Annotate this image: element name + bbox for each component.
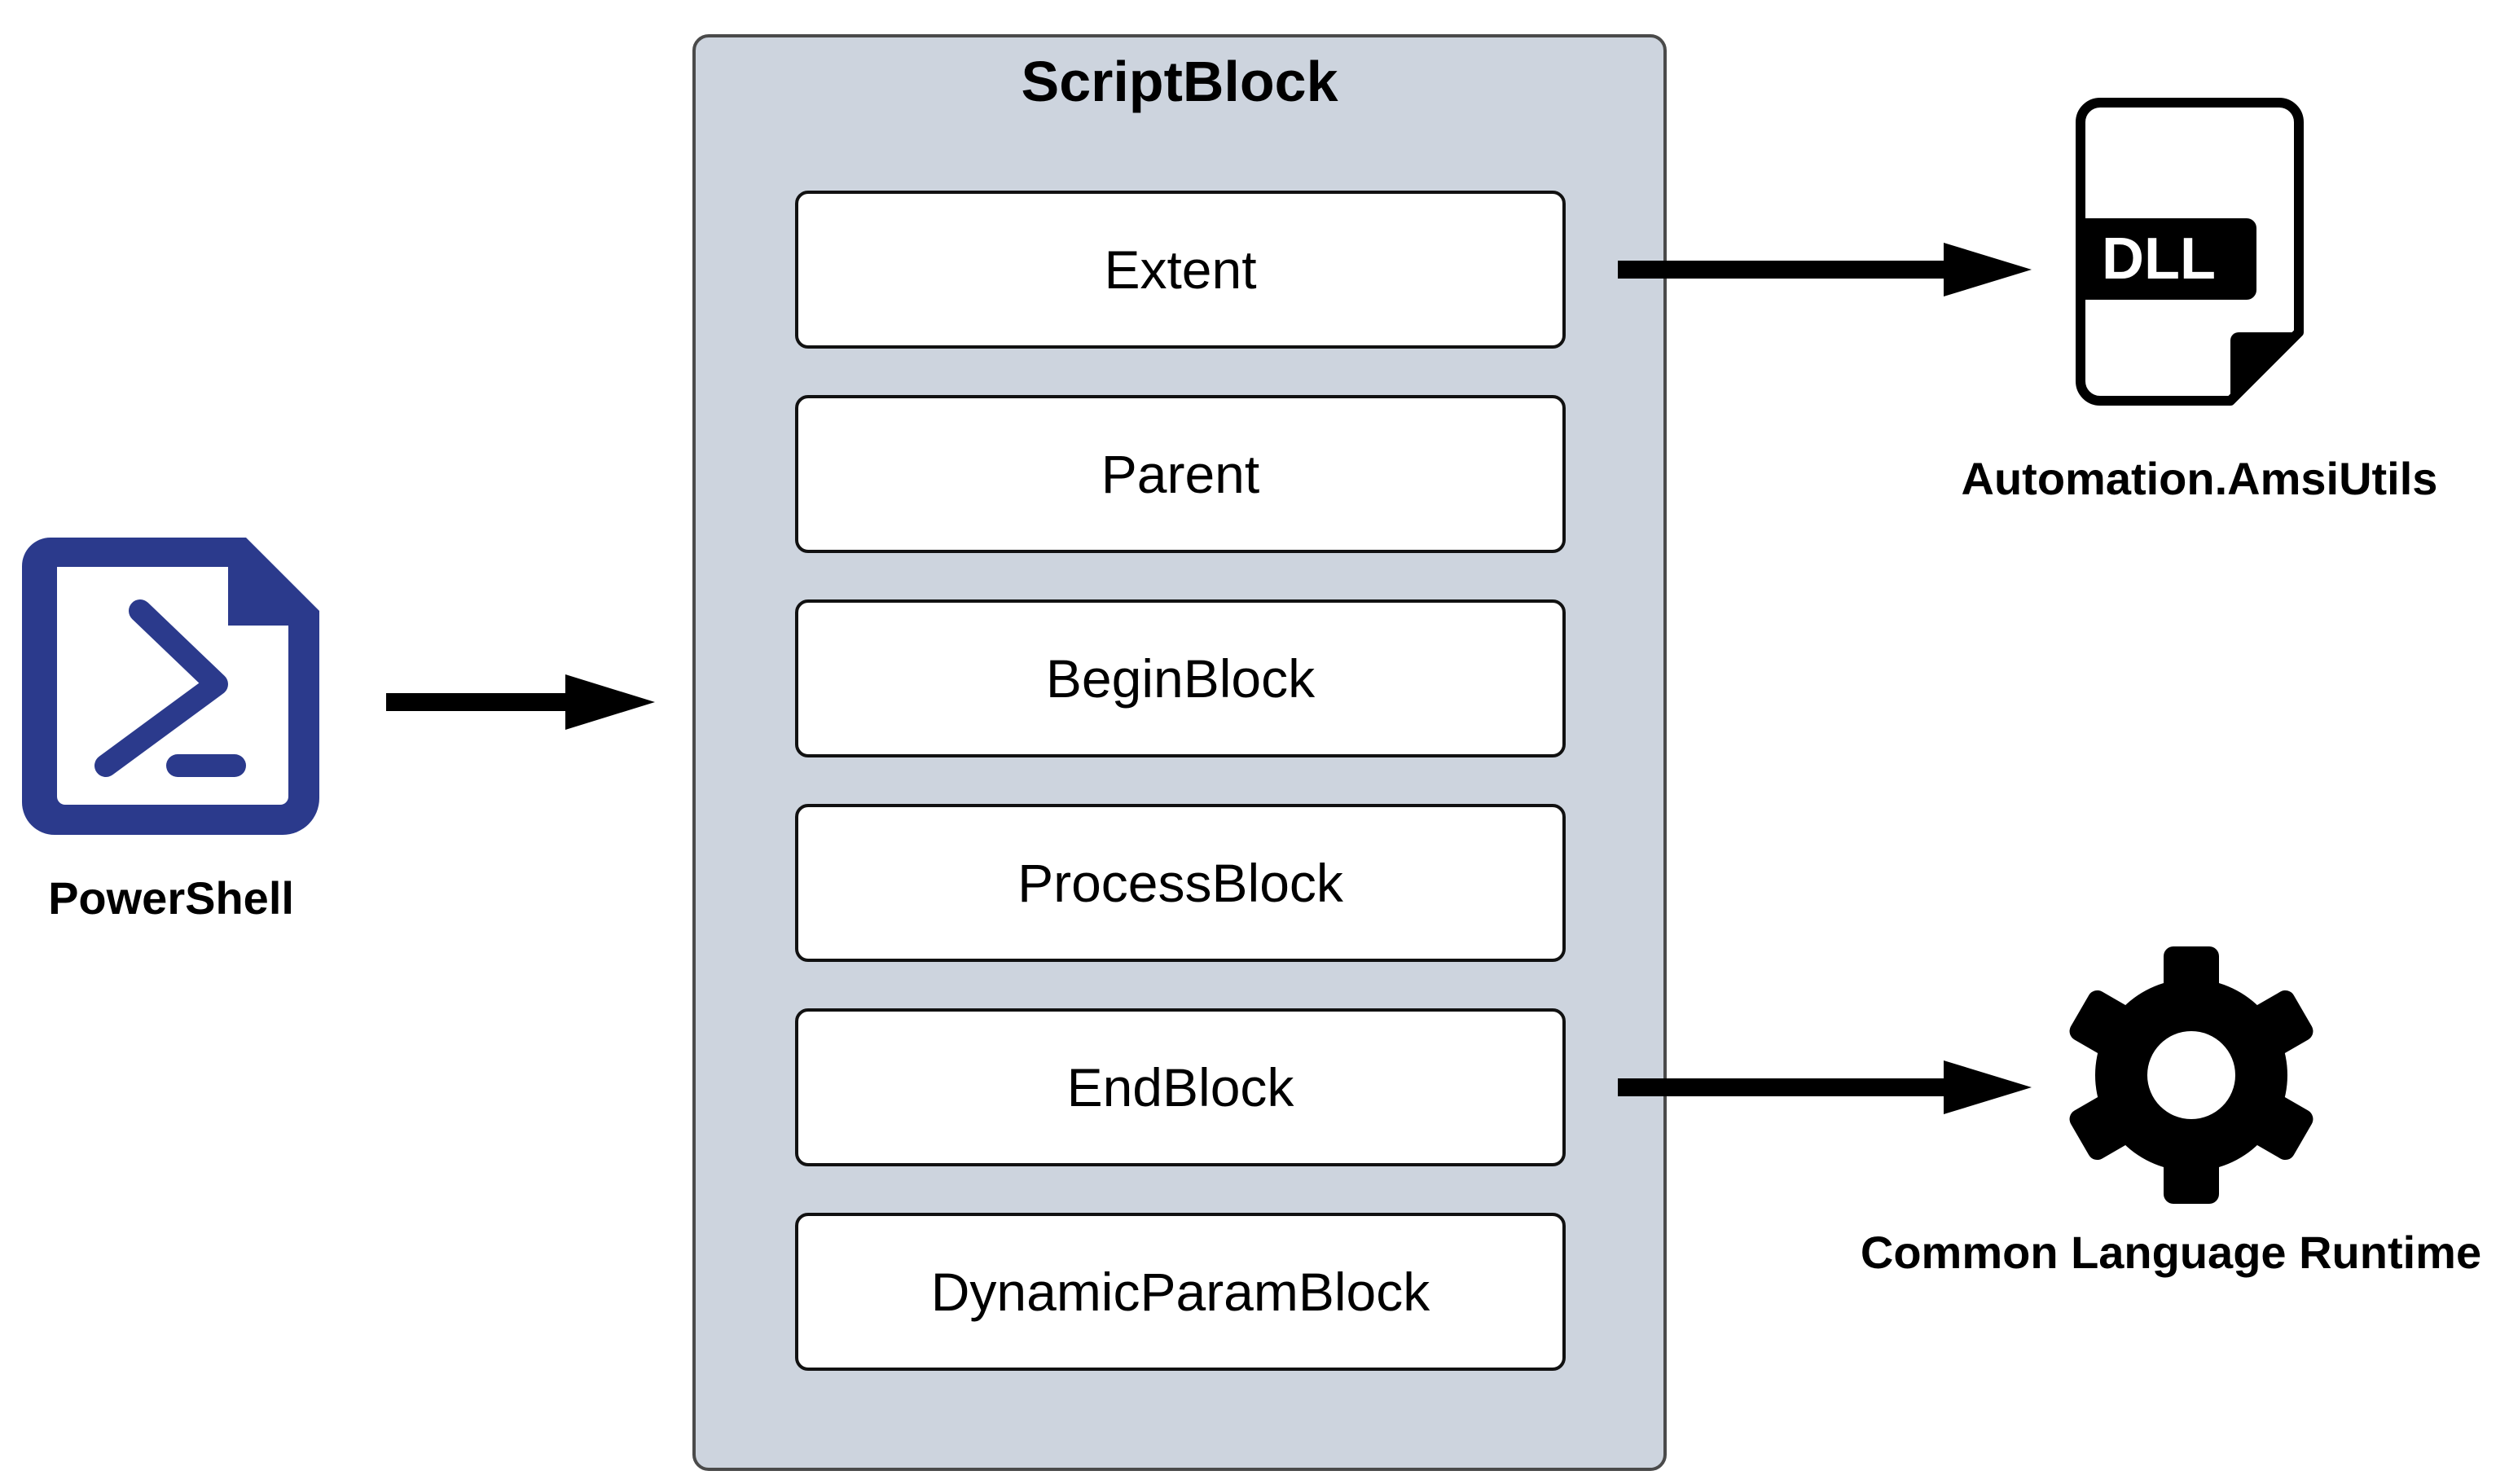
dll-badge-text: DLL <box>2102 226 2216 292</box>
member-endblock: EndBlock <box>795 1008 1566 1166</box>
member-processblock: ProcessBlock <box>795 804 1566 962</box>
member-dynamicparamblock: DynamicParamBlock <box>795 1213 1566 1371</box>
dll-file-icon: DLL <box>2076 98 2304 406</box>
powershell-icon <box>22 538 319 835</box>
arrow-endblock-to-clr <box>1618 1060 2032 1114</box>
arrow-powershell-to-scriptblock <box>386 674 655 730</box>
clr-label: Common Language Runtime <box>1860 1227 2482 1278</box>
arrow-extent-to-dll <box>1618 243 2032 296</box>
gear-icon <box>2069 946 2313 1204</box>
powershell-label: PowerShell <box>48 872 294 924</box>
dll-label: Automation.AmsiUtils <box>1961 453 2438 504</box>
member-parent: Parent <box>795 395 1566 553</box>
scriptblock-title: ScriptBlock <box>1021 50 1338 113</box>
member-extent: Extent <box>795 191 1566 349</box>
member-beginblock: BeginBlock <box>795 599 1566 757</box>
